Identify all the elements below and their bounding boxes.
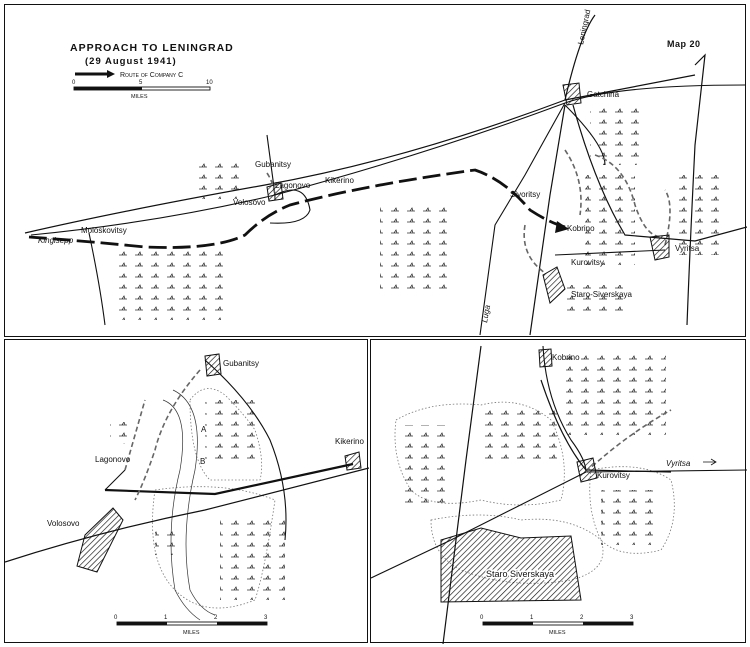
svg-text:10: 10 (206, 80, 213, 86)
label-kikerino: Kikerino (325, 176, 354, 185)
label-lagonovo-detail: Lagonovo (95, 455, 131, 464)
gatchina-town (562, 82, 582, 106)
svg-text:3: 3 (630, 615, 634, 621)
point-b-label: B (200, 457, 205, 466)
vyritsa-town (649, 234, 670, 261)
kurovitsy-town-detail (576, 457, 598, 483)
label-kikerino-detail: Kikerino (335, 437, 364, 446)
svg-text:1: 1 (530, 615, 534, 621)
label-sivoritsy: Sivoritsy (510, 190, 540, 199)
label-staro-siverskaya-detail: Staro Siverskaya (486, 569, 554, 579)
map-title: APPROACH TO LENINGRAD (70, 42, 234, 54)
gubanitsy-town-detail (204, 353, 222, 377)
map-number: Map 20 (667, 39, 701, 49)
label-kurovitsy: Kurovitsy (571, 258, 604, 267)
label-lagonovo: Lagonovo (275, 181, 311, 190)
label-leningrad: Leningrad (576, 9, 592, 46)
label-gatchina: Gatchina (587, 90, 620, 99)
kobrino-town-detail (538, 348, 553, 368)
towns (266, 82, 670, 304)
kikerino-town-detail (344, 451, 362, 471)
label-gubanitsy-detail: Gubanitsy (223, 359, 259, 368)
detail-map-kurovitsy-panel: Kobrino Kurovitsy Vyritsa Staro Siverska… (370, 339, 747, 644)
label-gubanitsy: Gubanitsy (255, 160, 291, 169)
label-staro-siverskaya: Staro-Siverskaya (571, 290, 632, 299)
volosovo-town (266, 182, 284, 202)
label-kingisepp: Kingisepp (38, 236, 74, 245)
label-luga: Luga (480, 304, 492, 324)
label-vyritsa: Vyritsa (675, 244, 700, 253)
detail-map-volosovo-panel: Gubanitsy Kikerino Lagonovo Volosovo A B… (4, 339, 369, 643)
map-subtitle: (29 August 1941) (85, 56, 177, 67)
label-moloskovitsy: Moloskovitsy (81, 226, 127, 235)
volosovo-town-detail (76, 507, 124, 573)
route-legend-label: Route of Company C (120, 72, 183, 79)
route-legend: Route of Company C (75, 70, 183, 79)
svg-text:5: 5 (139, 80, 143, 86)
svg-text:0: 0 (72, 80, 76, 86)
svg-text:1: 1 (164, 615, 168, 621)
label-kobrino-detail: Kobrino (552, 353, 580, 362)
company-c-route (28, 168, 566, 249)
marsh-areas (113, 105, 725, 320)
svg-text:2: 2 (580, 615, 584, 621)
svg-text:3: 3 (264, 615, 268, 621)
staro-siverskaya-town (542, 266, 566, 304)
overview-map-panel: APPROACH TO LENINGRAD (29 August 1941) R… (4, 4, 747, 337)
label-volosovo: Volosovo (233, 198, 266, 207)
main-scale-bar: 0 5 10 MILES (72, 80, 213, 100)
svg-text:MILES: MILES (131, 94, 148, 100)
svg-text:0: 0 (480, 615, 484, 621)
place-labels: Gatchina Leningrad Gubanitsy Kikerino La… (38, 9, 700, 324)
route-arrowhead (555, 221, 569, 233)
right-scale-bar: 0 1 2 3 MILES (480, 615, 634, 636)
svg-text:0: 0 (114, 615, 118, 621)
label-volosovo-detail: Volosovo (47, 519, 80, 528)
staro-siverskaya-town-detail (440, 527, 582, 603)
label-kurovitsy-detail: Kurovitsy (597, 471, 630, 480)
label-vyritsa-detail: Vyritsa (666, 459, 691, 468)
svg-text:MILES: MILES (183, 630, 200, 636)
point-a-label: A (201, 425, 207, 434)
left-scale-bar: 0 1 2 3 MILES (114, 615, 268, 636)
label-kobrino: Kobrino (567, 224, 595, 233)
svg-text:MILES: MILES (549, 630, 566, 636)
svg-text:2: 2 (214, 615, 218, 621)
tracks (266, 149, 671, 274)
